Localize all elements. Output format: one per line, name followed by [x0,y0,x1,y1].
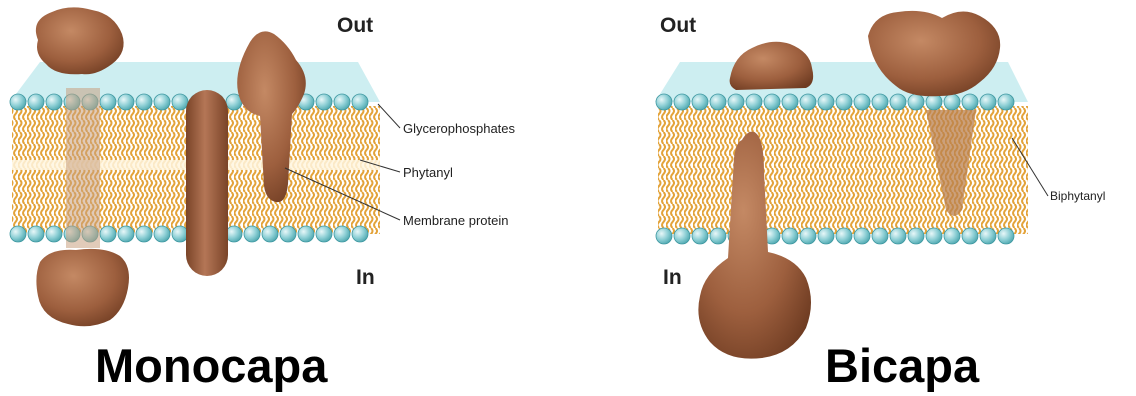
glycerophosphate-head [334,94,350,110]
glycerophosphate-head [316,226,332,242]
glycerophosphate-head [28,226,44,242]
lipid-head [818,228,834,244]
glycerophosphate-head [262,226,278,242]
bilayer-panel [655,11,1048,359]
lipid-head [944,228,960,244]
lipid-head [674,228,690,244]
lipid-head [656,94,672,110]
glycerophosphate-head [100,226,116,242]
lipid-head [836,94,852,110]
lipid-head [800,228,816,244]
glycerophosphate-head [226,226,242,242]
monolayer-rod-protein [186,90,228,276]
glycerophosphate-head [46,226,62,242]
lipid-head [836,228,852,244]
lipid-head [854,94,870,110]
glycerophosphate-head [46,94,62,110]
lipid-head [656,228,672,244]
lipid-head [872,94,888,110]
lipid-head [872,228,888,244]
lipid-head [908,228,924,244]
glycerophosphate-head [298,226,314,242]
glycerophosphate-head [136,94,152,110]
glycerophosphate-head [10,226,26,242]
glycerophosphate-head [154,94,170,110]
glycerophosphate-head [10,94,26,110]
lipid-head [782,228,798,244]
monolayer-panel [10,7,400,326]
lipid-head [890,94,906,110]
glycerophosphate-head [280,226,296,242]
lipid-head [926,228,942,244]
bilayer-in-label: In [663,266,682,290]
lipid-head [962,94,978,110]
lipid-head [710,228,726,244]
glycerophosphate-head [118,226,134,242]
glycerophosphate-head [100,94,116,110]
glycerophosphate-head [244,226,260,242]
lipid-head [692,94,708,110]
lipid-head [818,94,834,110]
lipid-head [980,94,996,110]
lipid-head [980,228,996,244]
lipid-head [746,94,762,110]
glycerophosphate-head [352,226,368,242]
lipid-head [944,94,960,110]
lipid-head [890,228,906,244]
lipid-head [782,94,798,110]
glycerophosphate-head [316,94,332,110]
glycerophosphate-head [154,226,170,242]
glycerophosphates-label: Glycerophosphates [403,121,515,136]
lipid-head [692,228,708,244]
lipid-head [962,228,978,244]
membrane-protein-label: Membrane protein [403,213,509,228]
lipid-head [998,94,1014,110]
bilayer-caption: Bicapa [825,338,979,393]
lipid-head [800,94,816,110]
monolayer-out-label: Out [337,14,373,38]
lipid-head [908,94,924,110]
lipid-head [674,94,690,110]
biphytanyl-label: Biphytanyl [1050,189,1105,203]
glycerophosphate-head [172,94,188,110]
lipid-head [998,228,1014,244]
lipid-head [764,94,780,110]
monolayer-caption: Monocapa [95,338,327,393]
glycerophosphate-head [28,94,44,110]
bilayer-peripheral-protein [730,42,814,90]
bilayer-out-label: Out [660,14,696,38]
phytanyl-label: Phytanyl [403,165,453,180]
lipid-head [710,94,726,110]
glycerophosphate-head [172,226,188,242]
glycerophosphates-leader [378,104,400,128]
glycerophosphate-head [118,94,134,110]
glycerophosphate-head [352,94,368,110]
glycerophosphate-head [136,226,152,242]
glycerophosphate-head [334,226,350,242]
lipid-head [854,228,870,244]
monolayer-in-label: In [356,266,375,290]
lipid-head [728,94,744,110]
lipid-head [926,94,942,110]
